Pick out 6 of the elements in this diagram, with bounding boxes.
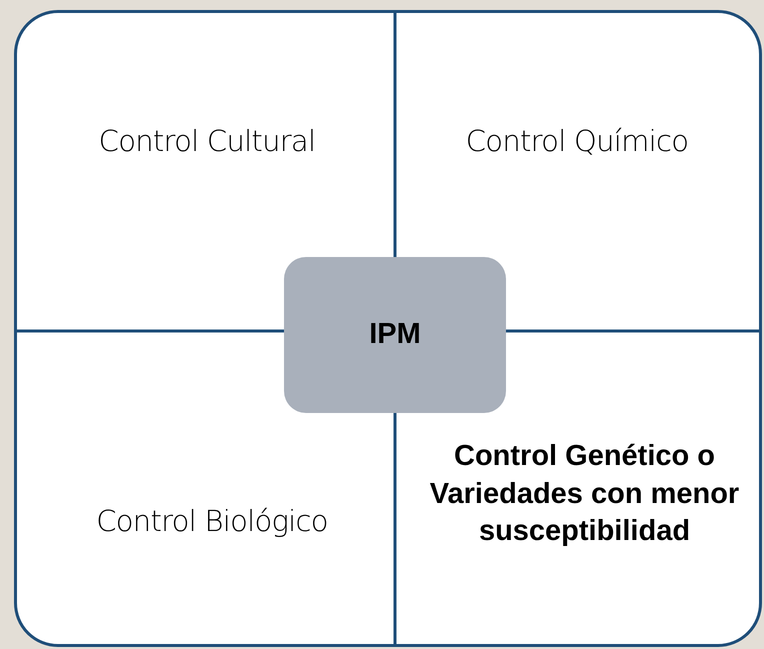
quadrant-label: IPM — [369, 317, 421, 352]
quadrant-label: Control Cultural — [98, 123, 316, 160]
quadrant-label: Control Biológico — [95, 503, 329, 540]
quadrant-label: Control Químico — [464, 123, 690, 160]
center-box — [284, 257, 506, 413]
quadrant-label: Control Genético o Variedades con menor susceptibilidad — [428, 439, 740, 550]
